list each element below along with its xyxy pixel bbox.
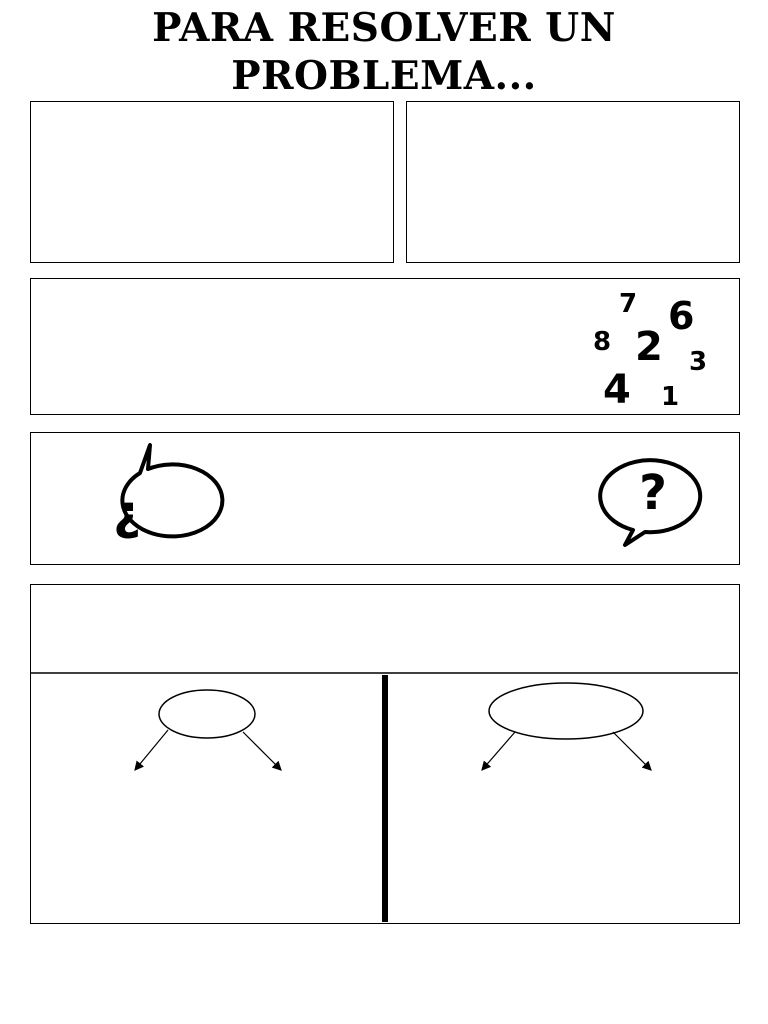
inverted-question-mark: ¿ — [113, 485, 141, 541]
right-ellipse — [488, 682, 644, 740]
digit-2: 2 — [635, 324, 663, 370]
questions-box: ¿ ? — [30, 432, 740, 565]
left-ellipse — [158, 689, 256, 739]
question-mark: ? — [639, 465, 667, 521]
bottom-box-drawing — [31, 672, 738, 922]
digit-7: 7 — [619, 289, 638, 319]
digit-6: 6 — [668, 294, 695, 338]
digit-3: 3 — [689, 347, 708, 377]
bottom-box — [30, 584, 740, 924]
page-title: PARA RESOLVER UN PROBLEMA... — [0, 4, 768, 100]
right-arrow-left — [481, 731, 516, 771]
top-right-empty-box — [406, 101, 740, 263]
digit-8: 8 — [593, 327, 612, 357]
left-arrow-left — [134, 729, 169, 771]
question-speech-bubble-icon: ? — [598, 458, 703, 547]
right-arrow-right — [612, 731, 652, 771]
title-line-2: PROBLEMA... — [231, 53, 537, 99]
left-arrow-right — [242, 731, 282, 771]
numbers-box: 7 6 8 2 3 4 1 — [30, 278, 740, 415]
digit-4: 4 — [603, 367, 631, 413]
digit-1: 1 — [661, 382, 680, 412]
inverted-question-speech-bubble-icon: ¿ — [113, 443, 225, 541]
title-line-1: PARA RESOLVER UN — [152, 5, 616, 51]
top-left-empty-box — [30, 101, 394, 263]
